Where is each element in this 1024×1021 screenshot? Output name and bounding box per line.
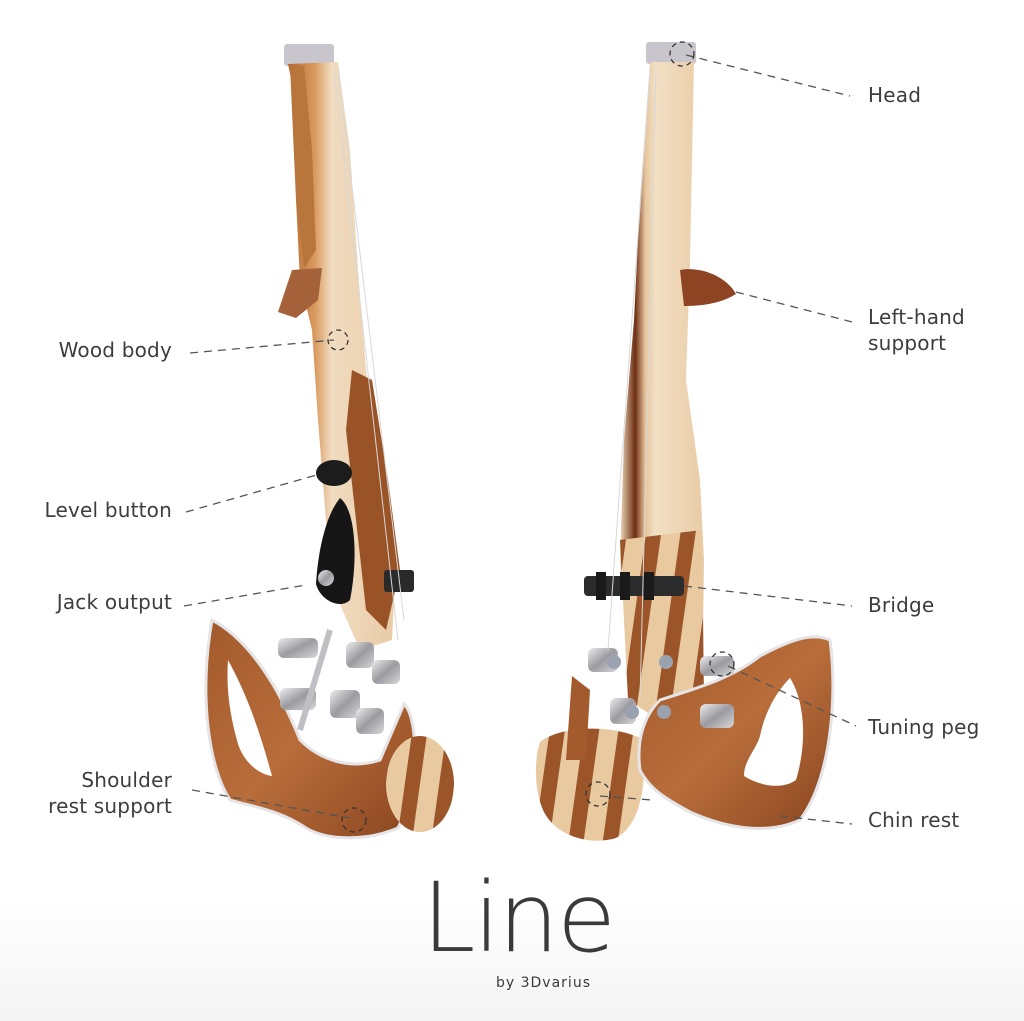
callout-text-line1: Shoulder [81,768,172,792]
tuning-pegs-right [588,648,734,728]
maker-tagline: by 3Dvarius [496,975,591,991]
leader-lines [183,54,857,825]
callout-text: Tuning peg [868,715,980,739]
callout-text: Chin rest [868,808,960,832]
head-cap [646,42,696,64]
callout-text: Jack output [56,590,172,614]
callout-text: Head [868,83,922,107]
callout-bridge: Bridge [868,592,934,618]
brand-logo: Line by 3Dvarius [422,868,622,1002]
callout-chin-rest: Chin rest [868,807,959,833]
chin-rest-side [386,736,454,832]
callout-text: Wood body [58,338,172,362]
callout-level-button: Level button [20,497,172,523]
callout-wood-body: Wood body [46,337,172,363]
tuning-pegs-left [278,629,400,734]
shoulder-rest-frame [204,617,417,840]
level-button-knob [316,460,352,486]
left-violin [204,44,454,840]
callout-jack-output: Jack output [20,589,172,615]
callout-shoulder-rest-support: Shoulder rest support [20,767,172,819]
jack-socket [318,570,334,586]
callout-text-line1: Left-hand [868,305,965,329]
callout-head: Head [868,82,921,108]
left-hand-support-shape [680,269,736,306]
callout-text-line2: support [868,331,947,355]
jack-plate [316,498,355,605]
callout-text: Bridge [868,593,935,617]
bridge-shape [584,576,684,596]
callout-text-line2: rest support [48,794,172,818]
marker-rings [327,41,735,833]
head-label-plate [284,44,334,66]
product-name: Line [422,862,616,974]
callout-left-hand-support: Left-hand support [868,304,965,356]
right-violin [535,42,835,841]
callout-tuning-peg: Tuning peg [868,714,980,740]
callout-text: Level button [44,498,172,522]
